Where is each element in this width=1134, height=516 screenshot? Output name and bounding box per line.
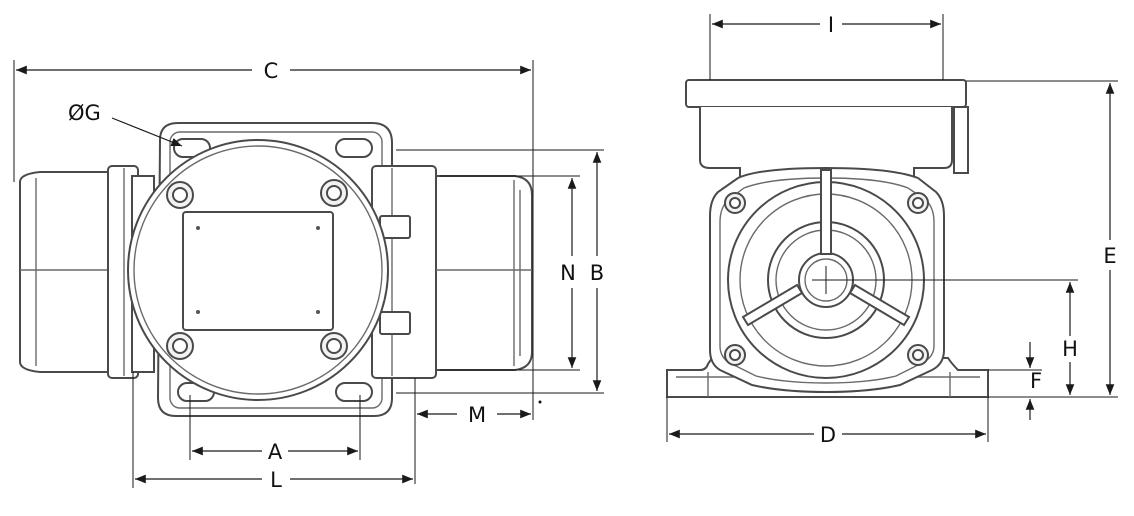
side-bolt-top-right	[907, 192, 929, 214]
label-C: C	[264, 59, 279, 83]
side-bolt-bottom-left	[724, 344, 746, 366]
dimension-N: N	[440, 175, 580, 371]
dimension-B: B	[396, 149, 604, 394]
dimension-I: I	[709, 13, 944, 80]
dimension-E: E	[966, 80, 1118, 398]
label-N: N	[560, 261, 576, 285]
label-H: H	[1062, 337, 1078, 361]
hinge-lower	[379, 311, 411, 335]
side-view: I E H F D	[666, 13, 1118, 447]
label-L: L	[270, 468, 282, 492]
bolt-bottom-left	[166, 332, 194, 360]
hinge-upper	[379, 215, 411, 239]
label-D: D	[820, 423, 836, 447]
dimension-M: M	[414, 378, 542, 484]
motor-housing	[709, 166, 1078, 394]
round-housing	[127, 139, 389, 401]
label-A: A	[268, 440, 283, 464]
nameplate	[182, 211, 334, 331]
slot-hole-top-right	[335, 138, 373, 158]
label-F: F	[1030, 369, 1042, 393]
side-bolt-bottom-right	[907, 344, 929, 366]
bolt-top-left	[166, 181, 194, 209]
dimension-A: A	[189, 395, 361, 464]
dimension-L: L	[132, 372, 413, 492]
side-bolt-top-left	[724, 192, 746, 214]
dimension-H: H	[1062, 282, 1078, 395]
top-view: C ØG N B M	[13, 59, 604, 492]
dimension-C: C	[13, 59, 534, 420]
terminal-box	[685, 79, 969, 179]
dimension-G: ØG	[68, 101, 183, 147]
bolt-top-right	[320, 179, 348, 207]
label-B: B	[590, 261, 604, 285]
label-I: I	[828, 13, 834, 37]
label-E: E	[1103, 244, 1116, 268]
dimension-D: D	[666, 397, 989, 447]
slot-hole-bottom-right	[335, 382, 373, 402]
bolt-bottom-right	[320, 332, 348, 360]
right-weight-cover	[371, 165, 533, 379]
label-G: ØG	[68, 101, 101, 125]
dimension-F: F	[988, 342, 1042, 420]
label-M: M	[468, 403, 486, 427]
